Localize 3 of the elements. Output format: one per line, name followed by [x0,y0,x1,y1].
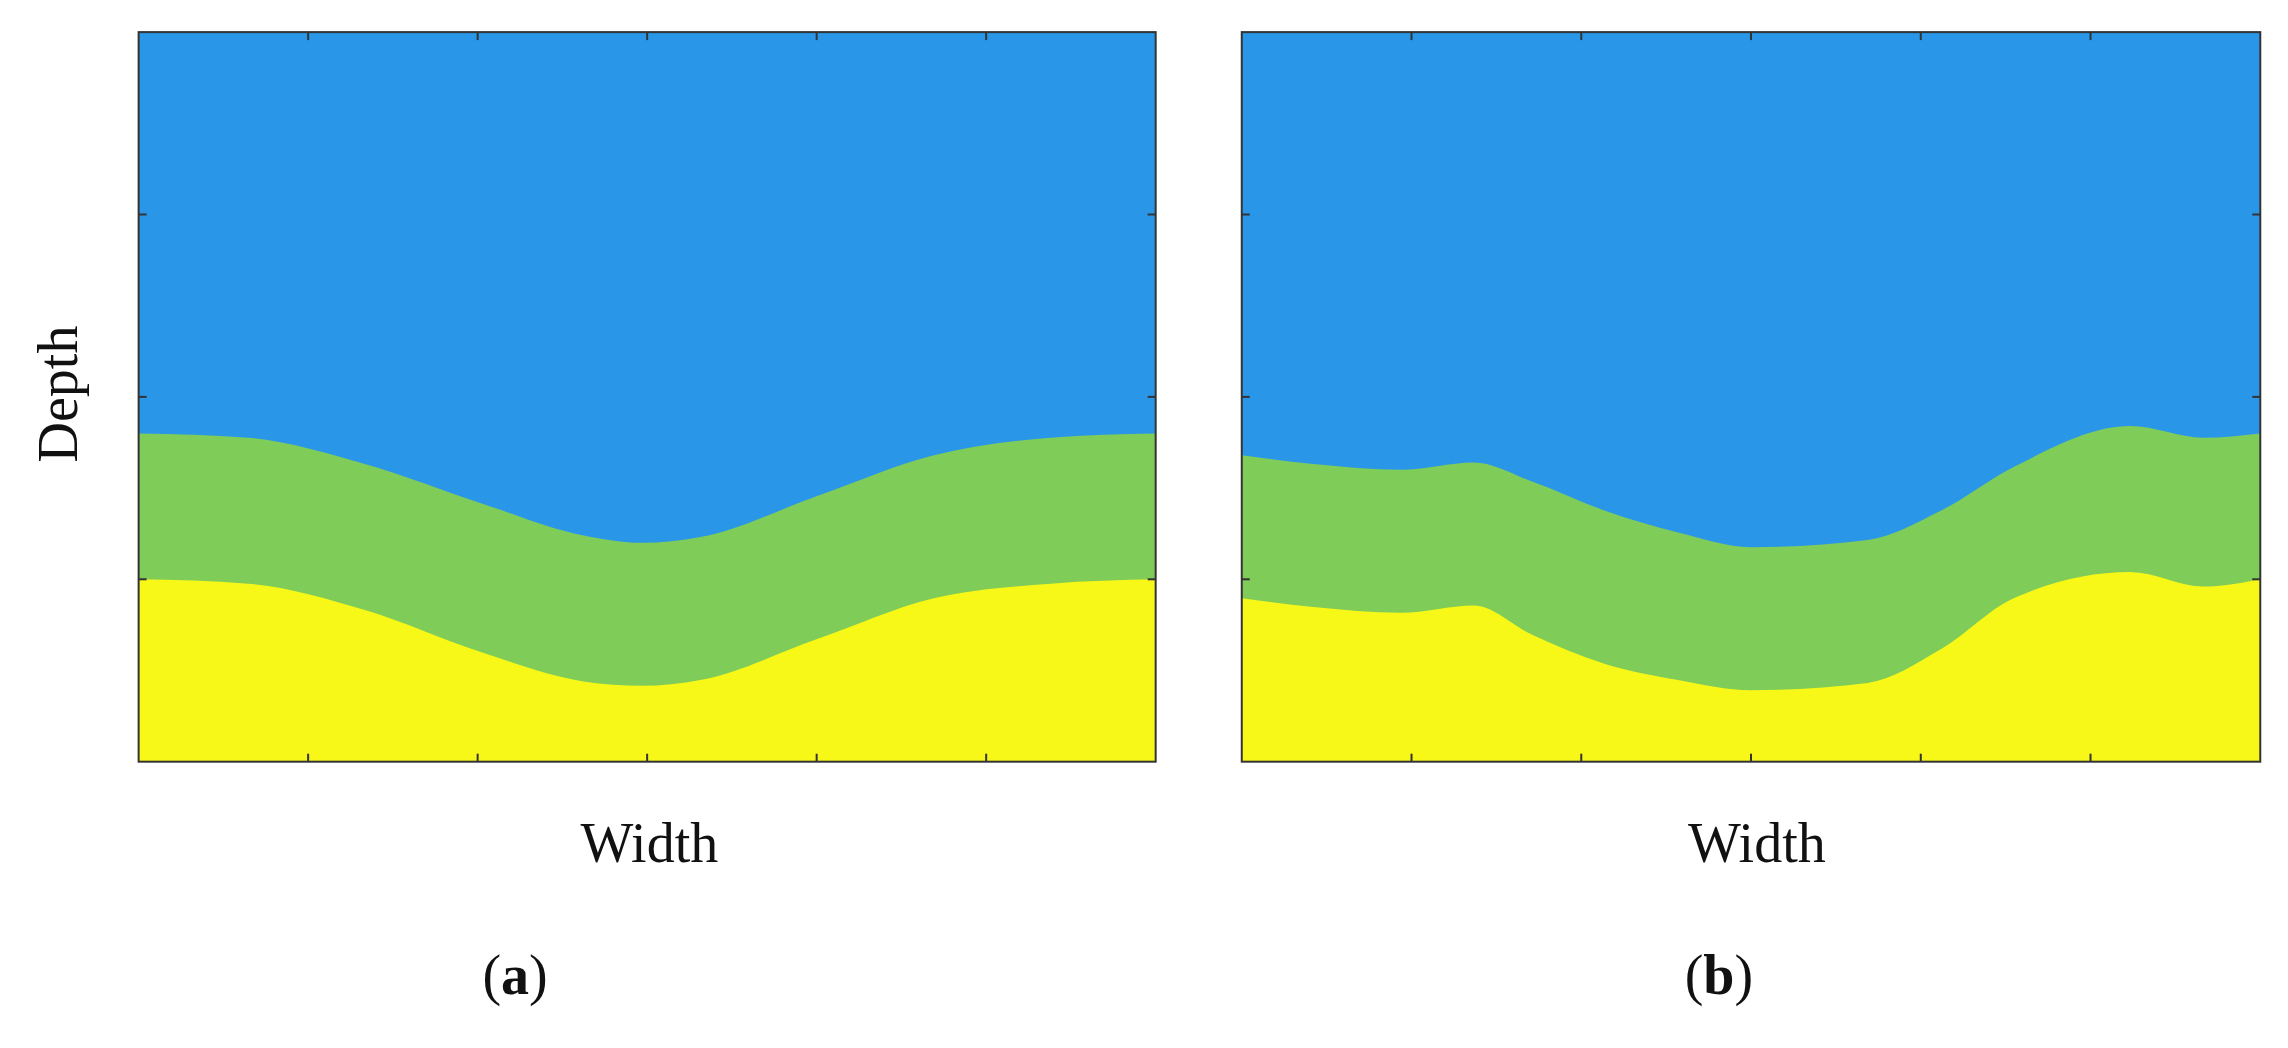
axis-label: Width [580,815,719,872]
axis-label: Width [1688,815,1826,872]
axis-label: Depth [30,325,87,463]
